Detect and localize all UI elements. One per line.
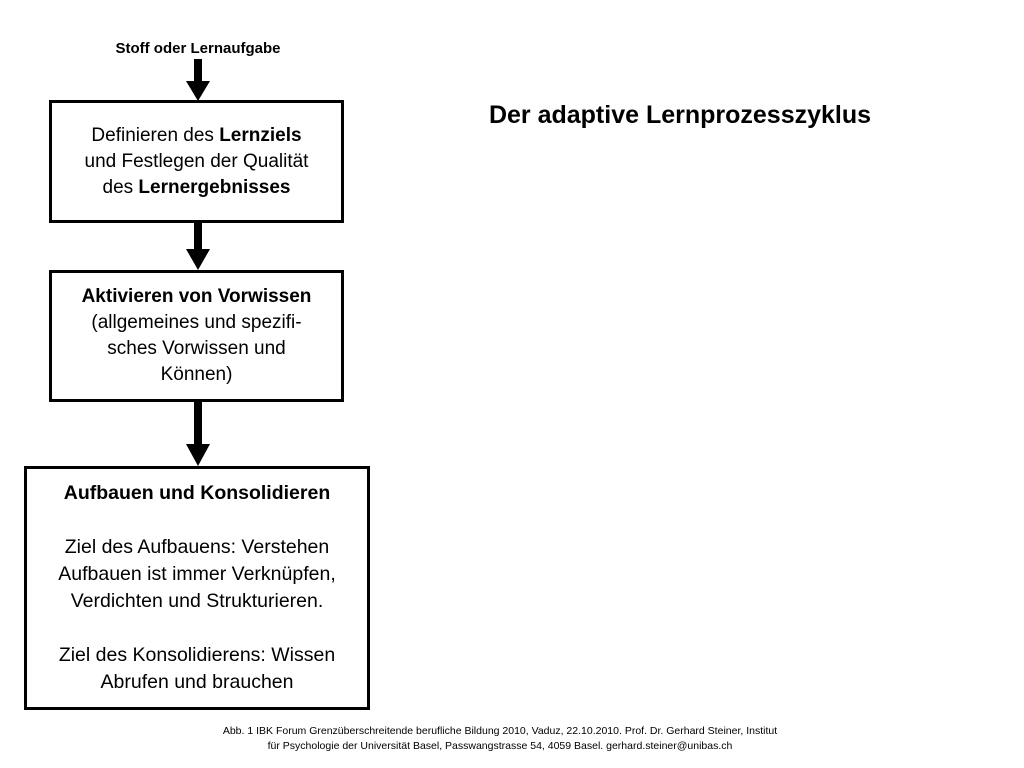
step-activate-heading: Aktivieren von Vorwissen bbox=[81, 286, 312, 307]
step-activate-prior-knowledge: Aktivieren von Vorwissen (allgemeines un… bbox=[49, 270, 344, 402]
step-activate-line3: sches Vorwissen und bbox=[107, 338, 286, 359]
input-label: Stoff oder Lernaufgabe bbox=[115, 40, 281, 57]
step-build-line1: Ziel des Aufbauens: Verstehen bbox=[64, 536, 330, 558]
step-build-line4: Ziel des Konsolidierens: Wissen bbox=[58, 644, 336, 666]
arrow-down-icon bbox=[186, 59, 210, 101]
step-build-line3: Verdichten und Strukturieren. bbox=[70, 590, 324, 612]
arrow-down-icon bbox=[186, 402, 210, 466]
step-define-line1: Definieren des Lernziels bbox=[91, 124, 302, 146]
diagram-title: Der adaptive Lernprozesszyklus bbox=[488, 101, 872, 129]
step-build-heading: Aufbauen und Konsolidieren bbox=[63, 482, 331, 504]
step-build-and-consolidate: Aufbauen und Konsolidieren Ziel des Aufb… bbox=[24, 466, 370, 710]
arrow-down-icon bbox=[186, 223, 210, 270]
step-activate-line2: (allgemeines und spezifi- bbox=[91, 312, 302, 333]
caption-line2: für Psychologie der Universität Basel, P… bbox=[267, 740, 733, 752]
step-activate-line4: Können) bbox=[160, 364, 233, 385]
step-define-line3: des Lernergebnisses bbox=[102, 176, 291, 198]
caption-line1: Abb. 1 IBK Forum Grenzüberschreitende be… bbox=[222, 725, 778, 737]
step-build-line5: Abrufen und brauchen bbox=[100, 671, 294, 693]
step-define-line2: und Festlegen der Qualität bbox=[84, 150, 309, 172]
figure-caption: Abb. 1 IBK Forum Grenzüberschreitende be… bbox=[150, 724, 850, 754]
step-build-line2: Aufbauen ist immer Verknüpfen, bbox=[58, 563, 336, 585]
step-define-learning-goal: Definieren des Lernziels und Festlegen d… bbox=[49, 100, 344, 223]
